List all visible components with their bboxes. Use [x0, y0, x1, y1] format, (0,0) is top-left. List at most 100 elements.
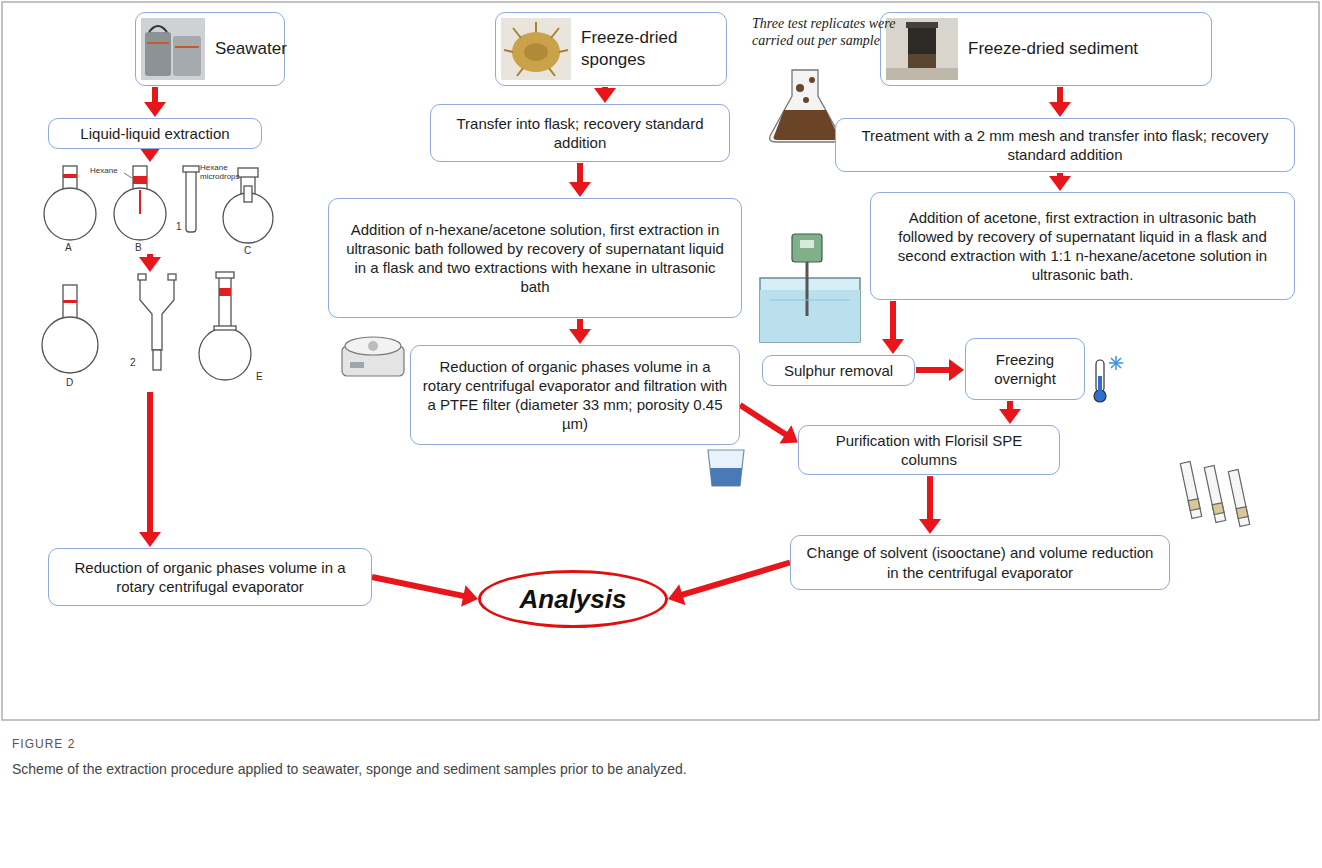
node-text: Reduction of organic phases volume in a … — [59, 558, 361, 596]
flow-arrow — [569, 319, 591, 344]
arrow-shaft — [927, 476, 933, 521]
part-letter: B — [135, 243, 142, 253]
flow-arrow — [740, 405, 798, 444]
flow-arrow — [919, 476, 941, 534]
flow-arrow — [594, 87, 616, 103]
graphic-part — [141, 18, 205, 80]
graphic-part — [138, 274, 146, 280]
graphic-part — [760, 278, 860, 342]
graphic-part — [1096, 360, 1104, 392]
graphic-part — [803, 97, 809, 103]
node-text: Addition of acetone, first extraction in… — [881, 208, 1284, 284]
graphic-part — [800, 240, 814, 248]
flow-arrow — [882, 301, 904, 354]
graphic-part — [809, 77, 815, 83]
centrifuge-icon — [342, 337, 404, 376]
graphic-part — [244, 186, 252, 202]
graphic-part — [63, 174, 77, 178]
graphic-part — [168, 274, 176, 280]
graphic-part — [1188, 499, 1200, 511]
arrow-head — [919, 519, 941, 534]
figure-frame — [2, 2, 1319, 720]
graphic-part — [760, 290, 860, 342]
graphic-part — [63, 285, 77, 319]
text-group: Analysis — [520, 585, 627, 614]
text-group: Freezing overnight — [976, 350, 1074, 388]
text-group: Freeze-dried sediment — [968, 38, 1138, 60]
arrow-head — [779, 425, 798, 443]
graphic-part — [770, 70, 842, 142]
text-group: Liquid-liquid extraction — [80, 124, 229, 143]
process-box: Reduction of organic phases volume in a … — [410, 345, 740, 445]
graphic-part — [1212, 503, 1224, 515]
graphic-part — [1111, 358, 1121, 368]
spe-columns-icon — [1180, 462, 1249, 527]
graphic-part — [183, 166, 199, 172]
part-letter: E — [256, 372, 263, 382]
process-box: Sulphur removal — [762, 355, 915, 386]
graphic-part — [513, 28, 521, 38]
process-box: Addition of acetone, first extraction in… — [870, 192, 1295, 300]
text-group: Reduction of organic phases volume in a … — [59, 558, 361, 596]
arrow-shaft — [916, 367, 951, 373]
graphic-part — [214, 326, 236, 330]
text-group: Change of solvent (isooctane) and volume… — [801, 543, 1159, 581]
graphic-part — [199, 328, 251, 380]
node-text: Change of solvent (isooctane) and volume… — [801, 543, 1159, 581]
arrow-head — [139, 532, 161, 547]
graphic-part — [710, 468, 742, 486]
graphic-part — [559, 50, 568, 52]
tube-1 — [183, 166, 199, 232]
process-box: Addition of n-hexane/acetone solution, f… — [328, 198, 742, 318]
replicate-flask-icon — [770, 70, 842, 142]
graphic-part — [186, 170, 196, 232]
text-group: Seawater — [215, 38, 287, 60]
process-box: Purification with Florisil SPE columns — [798, 425, 1060, 475]
figure-caption: Scheme of the extraction procedure appli… — [12, 760, 1302, 778]
sample-box: Freeze-dried sponges — [495, 12, 727, 86]
sample-box: Freeze-dried sediment — [880, 12, 1212, 86]
graphic-part — [549, 68, 555, 76]
process-box: Reduction of organic phases volume in a … — [48, 548, 372, 606]
node-text: Treatment with a 2 mm mesh and transfer … — [846, 126, 1284, 164]
graphic-part — [219, 288, 231, 296]
flask-d — [42, 285, 98, 373]
node-text: Transfer into flask; recovery standard a… — [441, 114, 719, 152]
graphic-part — [114, 188, 166, 240]
part-label: Hexane — [90, 167, 118, 175]
graphic-part — [133, 166, 147, 190]
graphic-part — [517, 68, 523, 76]
flow-arrow — [916, 359, 964, 381]
flask-e — [199, 272, 251, 380]
arrow-head — [1049, 176, 1071, 191]
filter-icon — [708, 450, 744, 486]
flow-arrow — [1049, 173, 1071, 191]
graphic-part — [145, 32, 171, 76]
node-text: Reduction of organic phases volume in a … — [421, 357, 729, 433]
flow-arrow — [999, 401, 1021, 424]
arrow-head — [139, 147, 161, 162]
text-group: Purification with Florisil SPE columns — [809, 431, 1049, 469]
graphic-part — [238, 168, 258, 177]
arrow-shaft — [152, 87, 158, 104]
arrow-shaft — [577, 163, 583, 184]
part-label: Hexane microdrops — [200, 164, 236, 182]
node-text: Freeze-dried sediment — [968, 38, 1138, 60]
flow-arrow — [139, 147, 161, 547]
analysis-ellipse: Analysis — [478, 570, 668, 628]
thermometer-icon — [1094, 356, 1123, 402]
graphic-part — [535, 22, 537, 32]
flow-arrow — [144, 87, 166, 117]
node-text: Freezing overnight — [976, 350, 1074, 388]
graphic-part — [551, 28, 559, 38]
part-letter: A — [65, 243, 72, 253]
part-letter: D — [66, 378, 73, 388]
arrow-head — [569, 182, 591, 197]
sample-box: Seawater — [135, 12, 285, 86]
process-box: Liquid-liquid extraction — [48, 118, 262, 149]
text-group: Treatment with a 2 mm mesh and transfer … — [846, 126, 1284, 164]
process-box: Freezing overnight — [965, 338, 1085, 400]
arrow-shaft — [372, 577, 466, 596]
arrow-head — [1049, 102, 1071, 117]
